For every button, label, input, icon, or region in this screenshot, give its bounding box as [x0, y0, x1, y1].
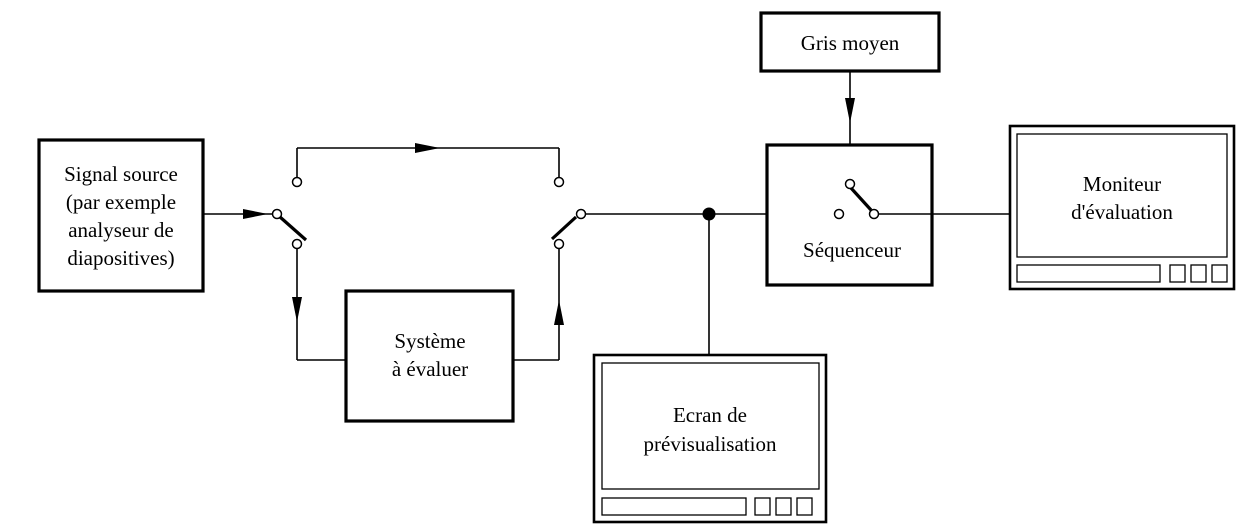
sequencer-label: Séquenceur [803, 238, 901, 262]
system-under-evaluation-block: Système à évaluer [344, 289, 515, 423]
switch-terminal [868, 208, 880, 220]
evaluation-monitor-label-line-1: Moniteur [1083, 172, 1161, 196]
system-label-line-2: à évaluer [392, 357, 468, 381]
signal-source-label-line-1: Signal source [64, 162, 178, 186]
source-to-switch-wire [203, 209, 272, 219]
mid-grey-block: Gris moyen [759, 11, 941, 73]
switch-terminal [291, 238, 303, 250]
monitor-button [754, 497, 771, 516]
switch-terminal [844, 178, 856, 190]
monitor-control-bar [601, 497, 747, 516]
switch-arm [550, 215, 578, 241]
switch-terminal [575, 208, 587, 220]
preview-monitor-label-line-1: Ecran de [673, 403, 747, 427]
arrow-down-icon [292, 297, 302, 322]
arrow-right-icon [243, 209, 268, 219]
switch-terminal [271, 208, 283, 220]
signal-source-label-line-3: analyseur de [68, 218, 174, 242]
input-switch [271, 176, 308, 250]
preview-monitor: Ecran de prévisualisation [592, 353, 828, 524]
system-label-line-1: Système [394, 329, 465, 353]
monitor-control-bar [1016, 264, 1161, 283]
sequencer-block: Séquenceur [765, 143, 934, 287]
monitor-button [1211, 264, 1228, 283]
signal-source-label-line-2: (par exemple [66, 190, 176, 214]
output-switch [550, 176, 587, 250]
evaluation-monitor: Moniteur d'évaluation [1008, 124, 1236, 291]
preview-monitor-label-line-2: prévisualisation [644, 432, 777, 456]
switch-arm [849, 186, 873, 212]
switch-terminal [833, 208, 845, 220]
arrow-right-icon [415, 143, 440, 153]
evaluation-monitor-label-line-2: d'évaluation [1071, 200, 1173, 224]
monitor-button [775, 497, 792, 516]
bypass-path [296, 143, 560, 177]
arrow-up-icon [554, 300, 564, 325]
switch-arm [278, 215, 308, 242]
system-output-path [513, 249, 564, 361]
monitor-button [1169, 264, 1186, 283]
switch-terminal [291, 176, 303, 188]
signal-source-block: Signal source (par exemple analyseur de … [37, 138, 205, 293]
monitor-button [1190, 264, 1207, 283]
arrow-down-icon [845, 98, 855, 123]
switch-terminal [553, 176, 565, 188]
signal-source-label-line-4: diapositives) [67, 246, 174, 270]
monitor-button [796, 497, 813, 516]
switch-terminal [553, 238, 565, 250]
system-input-path [292, 249, 346, 361]
mid-grey-label: Gris moyen [801, 31, 900, 55]
